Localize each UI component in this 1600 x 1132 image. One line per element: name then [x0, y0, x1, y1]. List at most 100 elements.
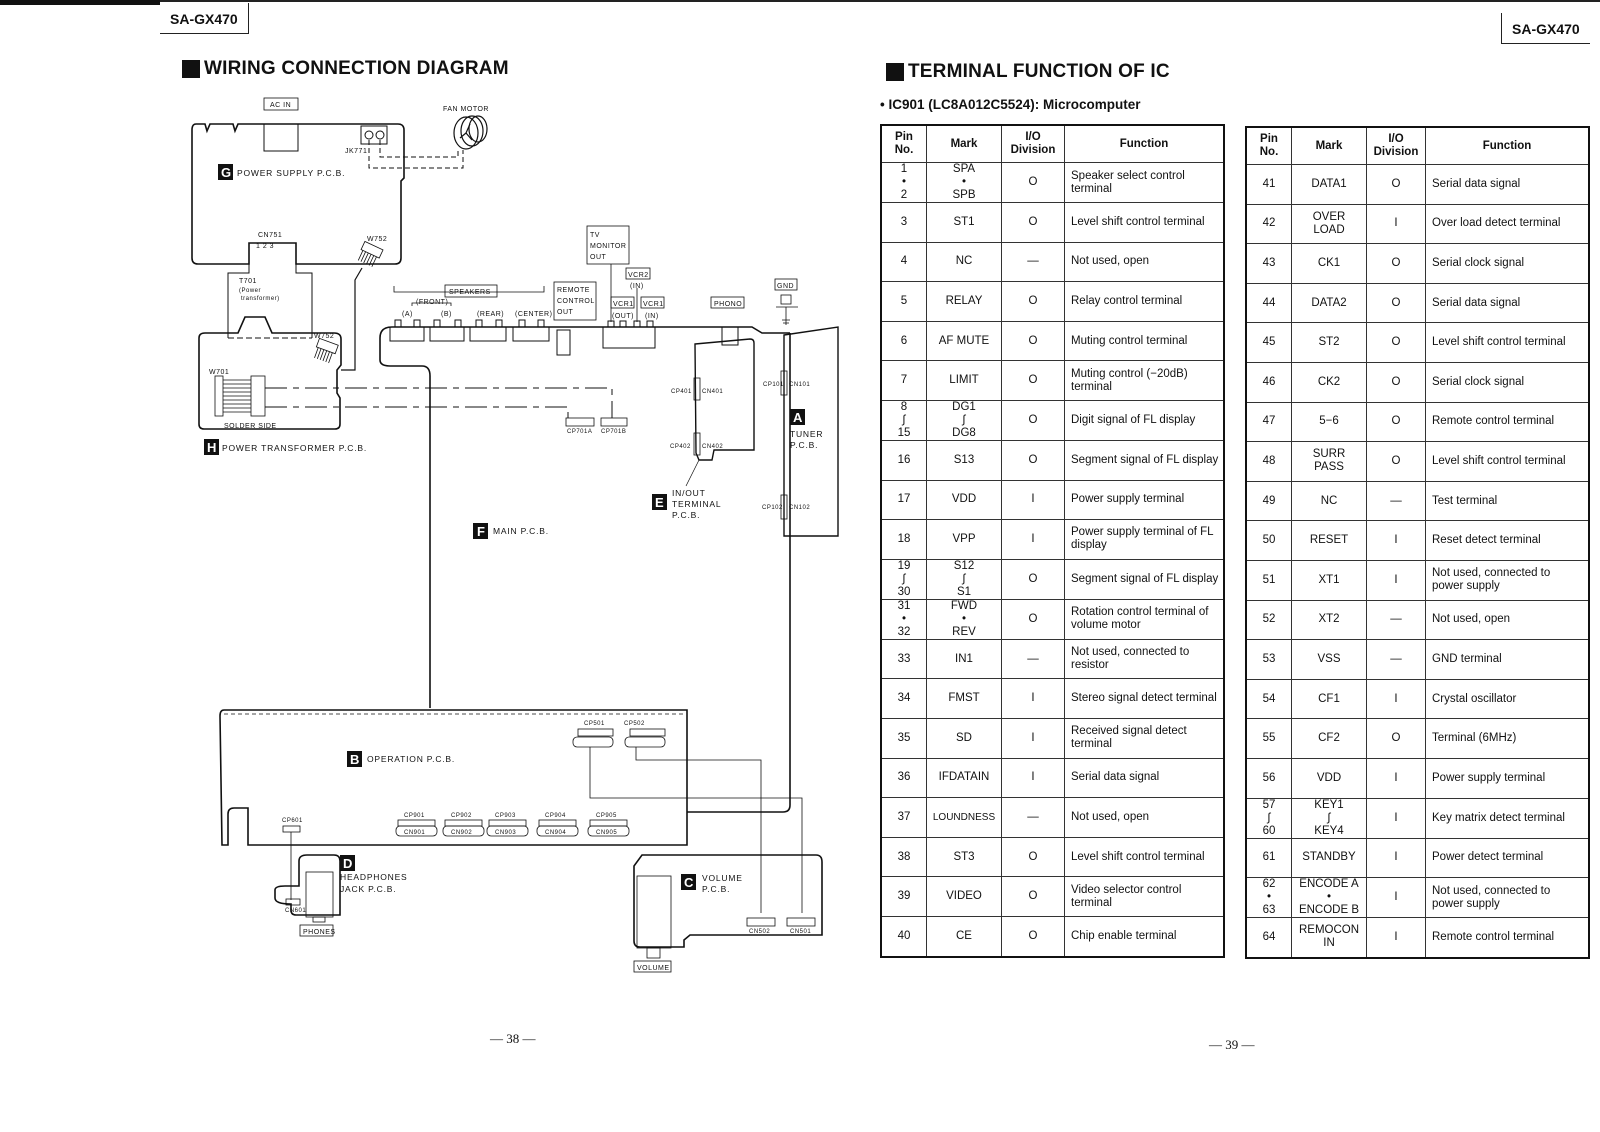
mark-cell: CF1: [1291, 678, 1367, 720]
io-cell: I: [1001, 678, 1065, 719]
badge-b: [347, 751, 362, 767]
function-cell: Rotation control terminal of volume moto…: [1064, 598, 1225, 640]
function-cell: Crystal oscillator: [1425, 678, 1590, 720]
io-cell: O: [1001, 162, 1065, 203]
board-name-volume-1: VOLUME: [702, 873, 743, 883]
board-name-tuner-2: P.C.B.: [790, 440, 818, 450]
mark-cell: XT2: [1291, 599, 1367, 641]
wiring-connection-diagram: G H A E F B D C POWER SUPPLY P.C.B. POWE…: [191, 97, 839, 973]
mark-cell: DATA2: [1291, 282, 1367, 324]
mark-cell: LIMIT: [926, 360, 1002, 401]
label-jk771: JK771: [345, 148, 367, 155]
phono-label-box: [710, 296, 745, 309]
label-cp701b: CP701B: [601, 429, 626, 435]
board-name-main: MAIN P.C.B.: [493, 526, 549, 536]
label-fan-motor: FAN MOTOR: [443, 106, 489, 113]
mark-cell: XT1: [1291, 559, 1367, 601]
cp402-connector: [693, 432, 701, 456]
w752-connector-top: [357, 240, 384, 267]
label-w752-bottom: W752: [314, 333, 334, 340]
badge-e-letter: E: [655, 495, 664, 510]
wire-to-cp701a: [265, 406, 569, 418]
function-cell: Power supply terminal: [1064, 479, 1225, 521]
cp701b-connector: [600, 417, 628, 427]
label-t701-desc-2: transformer): [241, 296, 280, 302]
mark-cell: S13: [926, 439, 1002, 481]
function-cell: Chip enable terminal: [1064, 915, 1225, 958]
label-center: (CENTER): [515, 311, 552, 318]
function-cell: Serial data signal: [1425, 282, 1590, 324]
io-cell: O: [1366, 718, 1426, 759]
label-phones: PHONES: [303, 929, 336, 936]
mark-cell: VIDEO: [926, 876, 1002, 917]
vcr1-out-label-box: [610, 296, 635, 309]
io-cell: I: [1366, 203, 1426, 245]
function-cell: GND terminal: [1425, 639, 1590, 680]
io-cell: —: [1366, 599, 1426, 641]
function-cell: Terminal (6MHz): [1425, 718, 1590, 759]
label-t701: T701: [239, 278, 257, 285]
mark-cell: IN1: [926, 638, 1002, 680]
function-cell: Received signal detect terminal: [1064, 717, 1225, 759]
mark-cell: VDD: [926, 479, 1002, 521]
pin-cell: 37: [880, 797, 927, 838]
ac-in-label-box: [263, 97, 299, 111]
col-header-mark: Mark: [926, 124, 1002, 163]
mark-cell: AF MUTE: [926, 320, 1002, 362]
io-cell: O: [1001, 836, 1065, 878]
pin-cell: 6: [880, 320, 927, 362]
io-cell: —: [1366, 639, 1426, 680]
label-cn751-pins: 1 2 3: [256, 243, 274, 250]
function-cell: Not used, connected to power supply: [1425, 877, 1590, 919]
mark-cell: VPP: [926, 519, 1002, 560]
mark-cell: CK1: [1291, 243, 1367, 284]
mark-cell: DG1 ∫ DG8: [926, 399, 1002, 441]
io-cell: O: [1001, 320, 1065, 362]
pin-cell: 40: [880, 915, 927, 958]
label-solder-side: SOLDER SIDE: [224, 423, 277, 430]
label-tv-1: TV: [590, 232, 600, 239]
function-cell: Not used, open: [1064, 241, 1225, 283]
board-name-headphones-2: JACK P.C.B.: [340, 884, 396, 894]
io-cell: O: [1001, 281, 1065, 322]
pin-cell: 19 ∫ 30: [880, 558, 927, 600]
function-cell: Level shift control terminal: [1425, 441, 1590, 482]
board-name-power-transformer: POWER TRANSFORMER P.C.B.: [222, 443, 367, 453]
label-cn904: CN904: [545, 830, 566, 836]
pin-cell: 7: [880, 360, 927, 401]
io-cell: I: [1366, 678, 1426, 720]
function-cell: Not used, open: [1064, 797, 1225, 838]
function-cell: Video selector control terminal: [1064, 876, 1225, 917]
cp101-connector: [780, 370, 788, 396]
io-cell: O: [1366, 361, 1426, 403]
in-out-leader-line: [685, 459, 700, 487]
io-cell: I: [1366, 917, 1426, 959]
badge-a-letter: A: [793, 410, 803, 425]
function-cell: Serial clock signal: [1425, 243, 1590, 284]
label-front: (FRONT): [416, 299, 448, 306]
mark-cell: SURR PASS: [1291, 441, 1367, 482]
label-w752-top: W752: [367, 236, 387, 243]
function-cell: Test terminal: [1425, 480, 1590, 522]
board-name-power-supply: POWER SUPPLY P.C.B.: [237, 168, 345, 178]
label-vcr1-in: VCR1: [643, 301, 664, 308]
io-cell: I: [1001, 757, 1065, 799]
io-cell: O: [1366, 401, 1426, 443]
pin-cell: 33: [880, 638, 927, 680]
mark-cell: CF2: [1291, 718, 1367, 759]
io-cell: O: [1366, 164, 1426, 205]
